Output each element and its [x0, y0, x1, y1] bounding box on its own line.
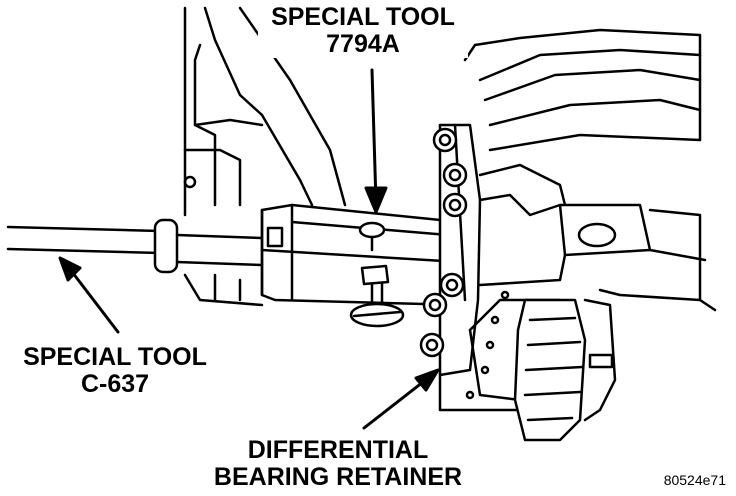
retainer-bolts	[419, 127, 468, 358]
label-c637-line1: SPECIAL TOOL	[23, 343, 207, 371]
ring-gear	[513, 298, 617, 442]
tool-7794a-body	[260, 203, 464, 307]
label-7794a-line1: SPECIAL TOOL	[271, 3, 455, 31]
label-retainer-line2: BEARING RETAINER	[213, 463, 463, 491]
t-handle-screw	[349, 264, 405, 328]
arrow-c637-head	[58, 256, 82, 282]
arrow-7794a	[370, 68, 378, 205]
label-7794a-line2: 7794A	[326, 30, 400, 58]
label-differential-bearing-retainer: DIFFERENTIAL BEARING RETAINER	[188, 437, 488, 491]
label-special-tool-7794a: SPECIAL TOOL 7794A	[258, 4, 468, 58]
tool-c637-rod	[6, 218, 264, 274]
label-c637-line2: C-637	[80, 370, 150, 398]
arrow-7794a-head	[364, 186, 388, 214]
label-retainer-line1: DIFFERENTIAL	[247, 436, 429, 464]
figure-id: 80524e71	[663, 472, 726, 488]
label-special-tool-c637: SPECIAL TOOL C-637	[10, 344, 220, 398]
arrow-retainer-head	[414, 368, 440, 392]
bearing-retainer	[419, 123, 482, 377]
differential-housing	[438, 28, 717, 412]
leader-arrows	[58, 68, 440, 430]
